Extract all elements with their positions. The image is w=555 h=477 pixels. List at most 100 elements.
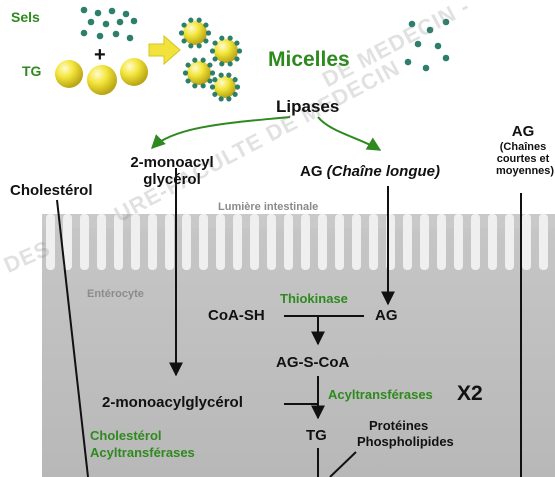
micelle-salt [232, 77, 238, 83]
micelle-salt [200, 57, 206, 63]
tg-ball-2 [87, 65, 117, 95]
micelle-salt [196, 43, 202, 49]
microvillus [165, 214, 174, 270]
microvillus [471, 214, 480, 270]
micelle-core [183, 21, 207, 45]
label-phospholipides: Phospholipides [357, 434, 454, 450]
micelle-salt [185, 62, 191, 68]
micelle-salt [178, 30, 185, 36]
salt-dot [122, 10, 130, 18]
micelle [178, 17, 212, 49]
label-plus: + [94, 44, 106, 66]
micelle [209, 35, 243, 67]
micelle-salt [212, 77, 218, 83]
microvillus [284, 214, 293, 270]
salt-dot [96, 32, 104, 40]
label-chol-acyl-2: Acyltransférases [90, 444, 195, 460]
micelle-salt [236, 48, 243, 54]
micelle-salt [209, 48, 216, 54]
micelle-clusters [178, 17, 243, 102]
salt-dot [80, 29, 88, 37]
label-ag-long-prefix: AG [300, 163, 323, 180]
salt-dot [94, 9, 102, 17]
salt-dot [408, 20, 416, 28]
salt-dot [112, 30, 120, 38]
microvillus [539, 214, 548, 270]
salt-dot [426, 26, 434, 34]
microvillus [369, 214, 378, 270]
micelle-particles [80, 6, 450, 72]
microvilli-brush-border [42, 214, 555, 270]
micelle-salt [232, 91, 238, 97]
salt-dot [87, 18, 95, 26]
micelle-salt [226, 96, 232, 102]
microvillus [97, 214, 106, 270]
label-cholesterol: Cholestérol [10, 182, 93, 199]
microvillus [301, 214, 310, 270]
label-enterocyte: Entérocyte [87, 288, 144, 300]
micelle-salt [203, 38, 209, 44]
microvillus [267, 214, 276, 270]
label-coa-sh: CoA-SH [208, 307, 265, 324]
micelle-core [214, 76, 236, 98]
label-chol-acyl: Cholestérol Acyltransférases [90, 428, 195, 462]
label-tg-inner: TG [306, 427, 327, 444]
salt-dot [404, 58, 412, 66]
micelle-salt [192, 57, 198, 63]
micelle-core [187, 61, 211, 85]
microvillus [199, 214, 208, 270]
micelle-salt [212, 56, 218, 62]
micelle-salt [209, 70, 216, 76]
micelle-salt [203, 22, 209, 28]
label-lumiere: Lumière intestinale [218, 201, 319, 213]
salt-dot [422, 64, 430, 72]
arrow-lipases-to-monoacyl [151, 116, 291, 149]
salt-dot [102, 20, 110, 28]
label-monoacyl-line2: glycérol [143, 170, 201, 188]
arrow-lipases-to-ag [317, 116, 382, 151]
enterocyte-cell [42, 224, 555, 477]
line-proteines [329, 451, 357, 477]
micelle-salt [188, 43, 194, 49]
microvillus [131, 214, 140, 270]
micelle-salt [212, 91, 218, 97]
micelle-salt [209, 84, 216, 90]
label-ag-long: AG (Chaîne longue) [300, 163, 440, 181]
micelle-salt [200, 83, 206, 89]
label-tg-top: TG [22, 63, 42, 79]
microvillus [233, 214, 242, 270]
micelle-salt [181, 38, 187, 44]
micelle-salt [218, 72, 224, 78]
label-ag-right-title: AG [511, 123, 535, 140]
label-monoacylglycerol: 2-monoacylglycérol [102, 394, 243, 411]
salt-dot [116, 18, 124, 26]
label-proteines: Protéines [369, 418, 429, 433]
salt-dot [434, 42, 442, 50]
microvillus [454, 214, 463, 270]
micelle-salt [219, 35, 225, 41]
micelle-salt [226, 72, 232, 78]
label-ag-right-sub2: courtes et [496, 152, 550, 165]
microvillus [182, 214, 191, 270]
micelle-salt [218, 96, 224, 102]
micelle-salt [192, 83, 198, 89]
salt-dot [130, 17, 138, 25]
yellow-arrow-icon [148, 34, 181, 66]
label-x2: X2 [457, 382, 483, 405]
micelle-salt [234, 84, 241, 90]
salt-dot [414, 40, 422, 48]
tg-ball-3 [120, 58, 148, 86]
micelle-salt [182, 70, 189, 76]
label-monoacyl-line1: 2-monoacyl [130, 154, 214, 171]
label-ag-long-suffix: (Chaîne longue) [326, 163, 440, 180]
micelle-salt [227, 61, 233, 67]
micelle-salt [207, 62, 213, 68]
salt-dot [126, 34, 134, 42]
micelle-salt [227, 35, 233, 41]
microvillus [318, 214, 327, 270]
label-proteines-phospholipides: Protéines Phospholipides [357, 418, 454, 451]
microvillus [488, 214, 497, 270]
label-micelles: Micelles [268, 48, 350, 71]
